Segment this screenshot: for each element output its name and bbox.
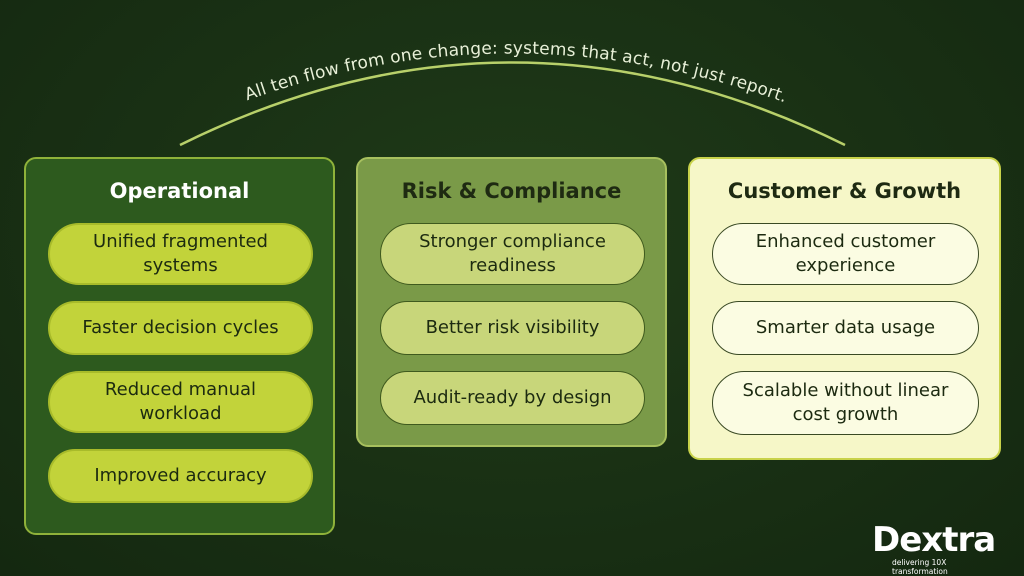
benefit-pill: Faster decision cycles (48, 301, 313, 355)
logo-tagline: delivering 10X transformation (892, 558, 948, 576)
risk-compliance-column: Risk & Compliance Stronger compliance re… (356, 157, 667, 447)
benefit-pill: Stronger compliance readiness (380, 223, 645, 285)
customer-growth-column: Customer & Growth Enhanced customer expe… (688, 157, 1001, 460)
dextra-logo: Dextra delivering 10X transformation (872, 523, 1002, 576)
column-title: Risk & Compliance (401, 179, 622, 203)
benefit-pill: Smarter data usage (712, 301, 979, 355)
benefit-pill: Improved accuracy (48, 449, 313, 503)
benefit-pill: Enhanced customer experience (712, 223, 979, 285)
benefit-pill: Audit-ready by design (380, 371, 645, 425)
arc-caption: All ten flow from one change: systems th… (242, 38, 790, 107)
benefit-pill: Unified fragmented systems (48, 223, 313, 285)
benefit-pill: Scalable without linear cost growth (712, 371, 979, 435)
logo-wordmark: Dextra (872, 520, 996, 560)
column-title: Operational (109, 179, 250, 203)
benefit-pill: Better risk visibility (380, 301, 645, 355)
column-title: Customer & Growth (727, 179, 962, 203)
benefit-pill: Reduced manual workload (48, 371, 313, 433)
operational-column: Operational Unified fragmented systems F… (24, 157, 335, 535)
